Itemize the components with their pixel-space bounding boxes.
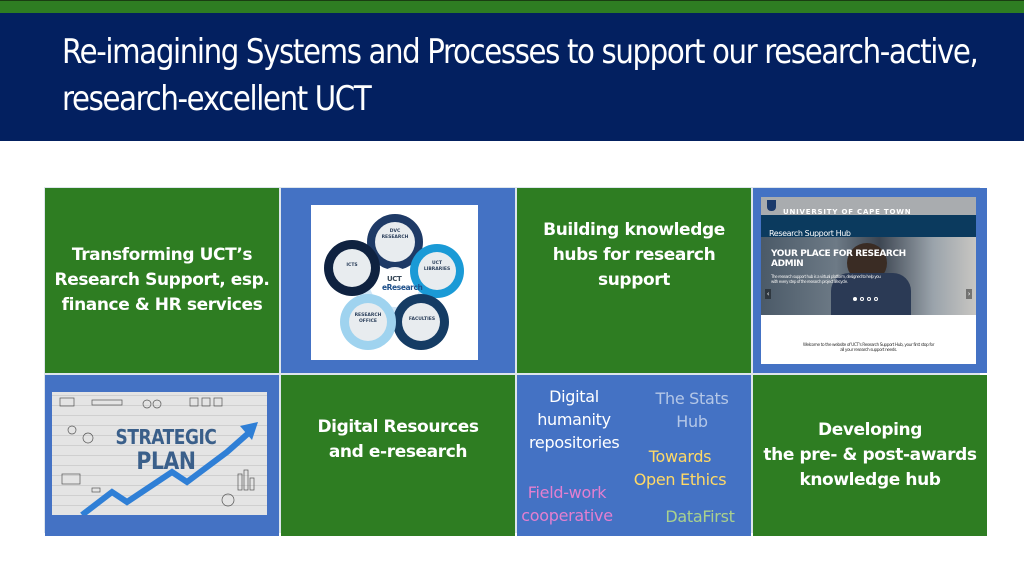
item-datafirst: DataFirst — [665, 507, 735, 526]
strategic-plan-text: STRATEGIC PLAN — [115, 426, 217, 474]
node-icts-title: ICTS — [346, 263, 358, 268]
svg-text:UCT: UCT — [387, 275, 402, 283]
hero-text: The research support hub is a virtual pl… — [771, 274, 881, 284]
strategic-plan-image: STRATEGIC PLAN — [52, 392, 267, 515]
plan-line: PLAN — [136, 447, 196, 475]
tile-research-support-hub: UNIVERSITY OF CAPE TOWN IYUNIVESITHI YAS… — [753, 188, 987, 373]
research-support-hub-screenshot: UNIVERSITY OF CAPE TOWN IYUNIVESITHI YAS… — [761, 197, 976, 364]
carousel-next-icon[interactable]: › — [966, 289, 972, 299]
university-name: UNIVERSITY OF CAPE TOWN — [783, 208, 912, 216]
item-towards-open-ethics: Towards Open Ethics — [633, 447, 727, 489]
site-section-title[interactable]: Research Support Hub — [769, 229, 851, 238]
tile-strategic-plan: STRATEGIC PLAN — [45, 375, 279, 536]
uct-crest-icon — [767, 200, 776, 211]
tile-digital-resources: Digital Resources and e-research — [281, 375, 515, 536]
tile-building-knowledge-hubs: Building knowledge hubs for research sup… — [517, 188, 751, 373]
tile-label: Transforming UCT’s Research Support, esp… — [54, 245, 270, 315]
strategic-line: STRATEGIC — [115, 425, 217, 449]
carousel-dots — [853, 297, 878, 301]
hero-title: YOUR PLACE FOR RESEARCH ADMIN — [771, 249, 906, 269]
hero-carousel: YOUR PLACE FOR RESEARCH ADMIN The resear… — [761, 237, 976, 315]
header-banner: Re-imagining Systems and Processes to su… — [0, 13, 1024, 141]
uct-eresearch-diagram-image: UCT eResearch DVC RESEARCH UCT LIBRARIES… — [311, 205, 478, 360]
tile-transforming-research-support: Transforming UCT’s Research Support, esp… — [45, 188, 279, 373]
carousel-dot-icon[interactable] — [874, 297, 878, 301]
site-header: UNIVERSITY OF CAPE TOWN IYUNIVESITHI YAS… — [761, 197, 976, 222]
tile-label: Building knowledge hubs for research sup… — [543, 220, 725, 290]
svg-text:eResearch: eResearch — [382, 283, 423, 292]
tile-digital-initiatives: Digital humanity repositories The Stats … — [517, 375, 751, 536]
carousel-dot-icon[interactable] — [853, 297, 857, 301]
site-nav-bar: Research Support Hub — [761, 215, 976, 238]
item-field-work-cooperative: Field-work cooperative — [521, 483, 613, 525]
tile-label: Digital Resources and e-research — [317, 417, 479, 462]
node-research-office-title: RESEARCH OFFICE — [354, 313, 382, 324]
carousel-dot-icon[interactable] — [860, 297, 864, 301]
tile-pre-post-awards-hub: Developing the pre- & post-awards knowle… — [753, 375, 987, 536]
eresearch-diagram-icon: UCT eResearch — [324, 214, 464, 350]
item-stats-hub: The Stats Hub — [655, 389, 729, 431]
hero-person-body — [831, 273, 911, 315]
tile-eresearch-diagram: UCT eResearch DVC RESEARCH UCT LIBRARIES… — [281, 188, 515, 373]
tile-label: Developing the pre- & post-awards knowle… — [763, 420, 977, 490]
node-faculties-title: FACULTIES — [408, 317, 436, 322]
node-libraries-title: UCT LIBRARIES — [423, 261, 451, 272]
carousel-prev-icon[interactable]: ‹ — [765, 289, 771, 299]
item-digital-humanity-repositories: Digital humanity repositories — [529, 387, 620, 452]
top-accent-bar — [0, 0, 1024, 13]
welcome-text: Welcome to the website of UCT's Research… — [802, 343, 935, 353]
carousel-dot-icon[interactable] — [867, 297, 871, 301]
node-dvc-title: DVC RESEARCH — [381, 229, 409, 240]
growth-arrow-icon — [59, 397, 258, 515]
page-title: Re-imagining Systems and Processes to su… — [62, 32, 979, 119]
content-grid: Transforming UCT’s Research Support, esp… — [44, 187, 987, 536]
